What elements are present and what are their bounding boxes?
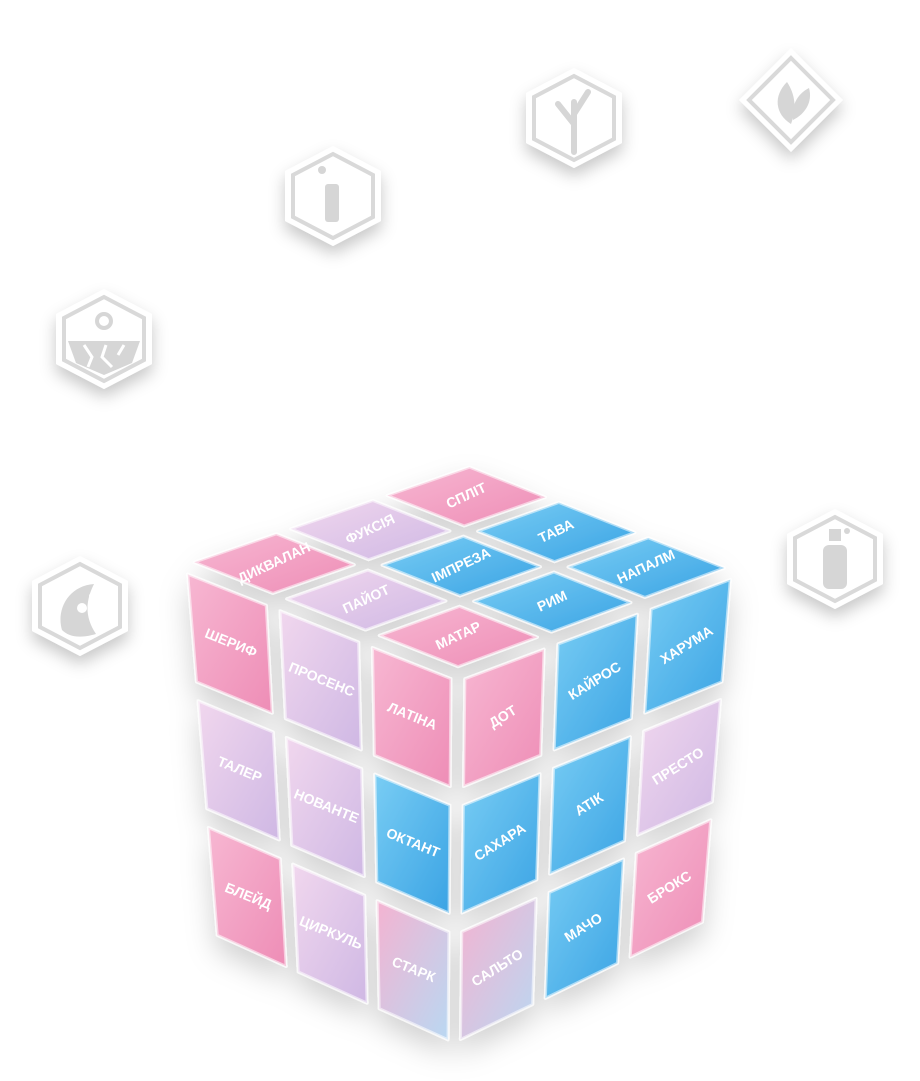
leaf-icon bbox=[735, 44, 847, 156]
right-tile bbox=[643, 578, 732, 715]
left-tile bbox=[373, 772, 452, 915]
right-tile bbox=[460, 772, 542, 915]
left-tile bbox=[196, 699, 281, 842]
right-tile bbox=[458, 897, 538, 1041]
moon-craters-icon bbox=[24, 550, 136, 662]
spray-bottle-icon bbox=[779, 503, 891, 615]
right-tile bbox=[548, 735, 632, 876]
left-tile bbox=[278, 609, 363, 752]
top-tile bbox=[192, 532, 356, 595]
right-tile bbox=[543, 857, 625, 1000]
sun-cracked-soil-icon bbox=[48, 283, 160, 395]
top-tile bbox=[472, 570, 633, 634]
right-tile bbox=[552, 612, 639, 752]
right-tile bbox=[462, 647, 546, 788]
left-tile bbox=[206, 826, 288, 968]
top-tile bbox=[380, 534, 542, 598]
left-tile bbox=[186, 572, 274, 715]
left-tile bbox=[284, 736, 366, 878]
branch-icon bbox=[518, 62, 630, 174]
right-tile bbox=[628, 818, 713, 959]
top-tile bbox=[377, 604, 539, 669]
left-tile bbox=[291, 862, 369, 1005]
left-tile bbox=[375, 899, 451, 1042]
top-tile bbox=[566, 536, 726, 599]
left-tile bbox=[370, 646, 453, 788]
top-tile bbox=[285, 568, 448, 632]
top-tile bbox=[289, 499, 452, 562]
right-tile bbox=[636, 698, 722, 837]
water-drop-bottle-icon bbox=[277, 140, 389, 252]
top-tile bbox=[476, 501, 637, 564]
top-tile bbox=[385, 465, 547, 528]
